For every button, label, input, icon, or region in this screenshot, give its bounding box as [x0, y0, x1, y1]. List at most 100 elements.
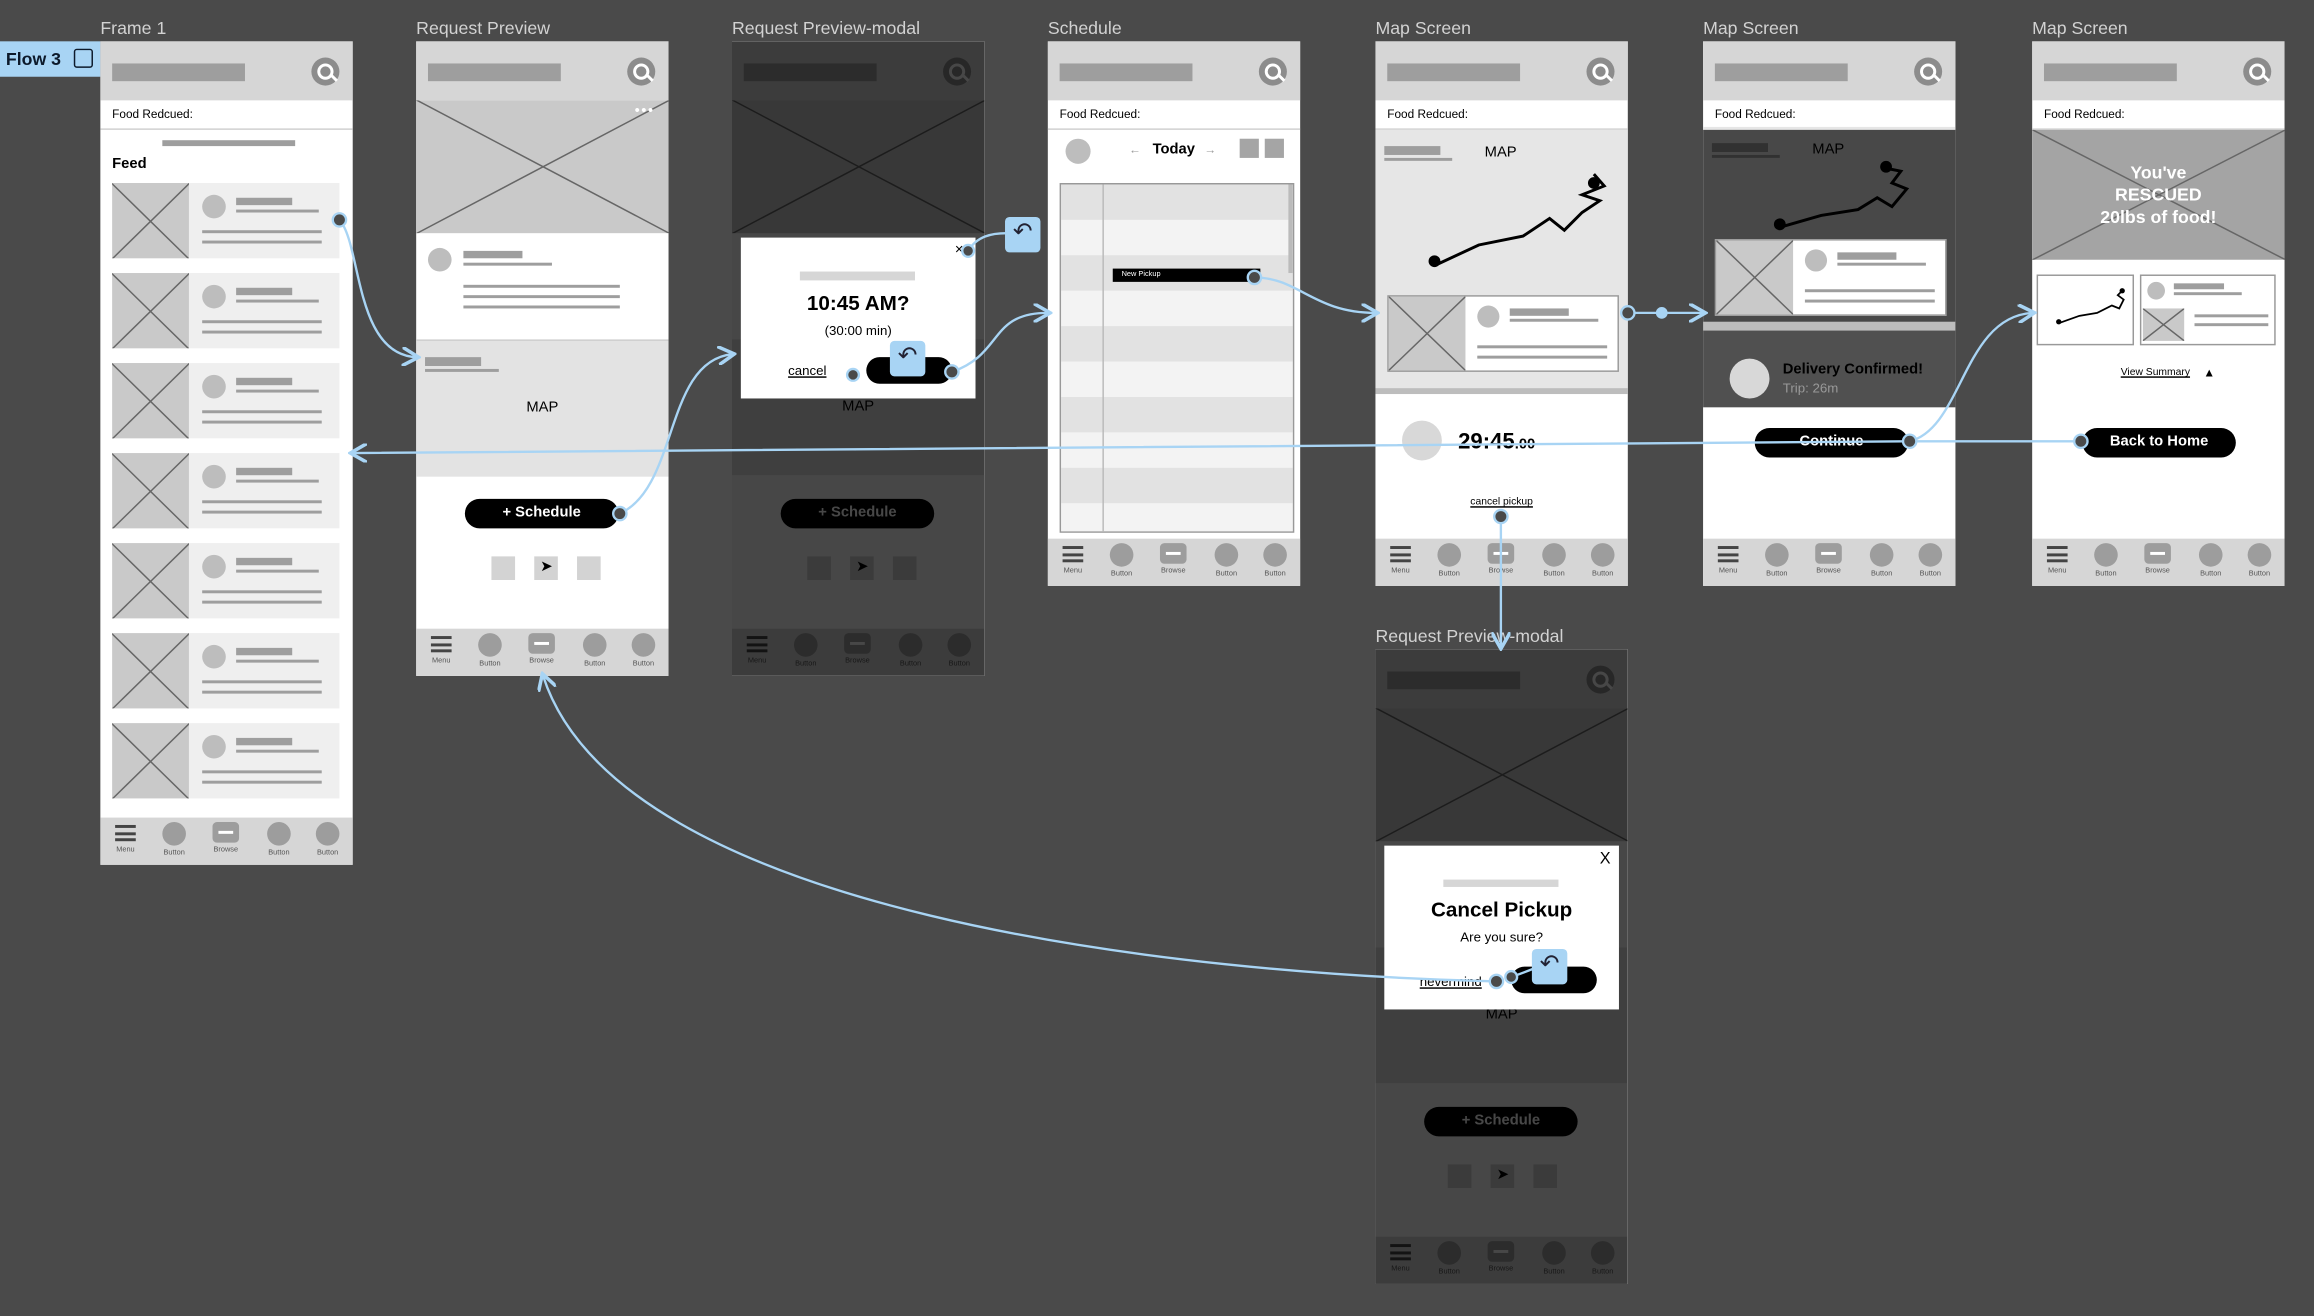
nav-browse[interactable]: Browse — [1148, 543, 1198, 576]
text-placeholder — [236, 197, 293, 206]
nav-menu[interactable]: Menu — [100, 822, 150, 854]
nav-menu[interactable]: Menu — [416, 633, 466, 666]
next-day-arrow[interactable]: → — [1204, 143, 1217, 157]
modal-title: Cancel Pickup — [1430, 897, 1573, 921]
triangle-up-icon[interactable]: ▲ — [2203, 365, 2216, 380]
cancel-pickup-link[interactable]: cancel pickup — [1470, 497, 1533, 508]
nav-menu[interactable]: Menu — [2032, 543, 2082, 576]
image-placeholder — [112, 453, 189, 529]
flow-tag[interactable]: Flow 3 — [0, 41, 101, 77]
option-square[interactable] — [491, 556, 516, 580]
nav-label: Browse — [1816, 566, 1841, 576]
nav-button-2[interactable]: Button — [2186, 543, 2236, 579]
cancel-link[interactable]: cancel — [788, 363, 827, 378]
nav-button-1[interactable]: Button — [1097, 543, 1147, 579]
calendar-row[interactable] — [1061, 503, 1293, 532]
close-icon[interactable]: X — [1599, 850, 1611, 868]
app-header — [1703, 41, 1956, 101]
search-icon[interactable] — [1586, 57, 1615, 86]
view-toggle-week[interactable] — [1264, 138, 1284, 158]
nav-button-1[interactable]: Button — [2081, 543, 2131, 579]
nav-button-1[interactable]: Button — [465, 633, 515, 669]
back-action-icon[interactable]: ↶ — [1531, 948, 1568, 985]
calendar-row[interactable] — [1061, 219, 1293, 256]
nav-button-1[interactable]: Button — [1424, 543, 1474, 579]
avatar — [202, 554, 226, 579]
pickup-card[interactable] — [1387, 295, 1619, 372]
nav-browse[interactable]: Browse — [1803, 543, 1853, 576]
nav-button-3[interactable]: Button — [303, 822, 353, 857]
calendar-row[interactable] — [1061, 467, 1293, 504]
nav-browse[interactable]: Browse — [201, 822, 251, 854]
feed-item[interactable] — [112, 723, 340, 799]
calendar-row[interactable] — [1061, 184, 1293, 220]
back-action-icon[interactable]: ↶ — [1005, 216, 1041, 253]
circle-icon — [162, 822, 186, 846]
nav-browse[interactable]: Browse — [1476, 543, 1526, 576]
feed-item[interactable] — [112, 453, 340, 529]
nevermind-link[interactable]: nevermind — [1419, 974, 1482, 989]
search-icon[interactable] — [627, 57, 656, 86]
image-placeholder — [112, 182, 189, 259]
nav-menu[interactable]: Menu — [1375, 543, 1425, 576]
timer-value: 29:45 — [1458, 429, 1515, 455]
pickup-card-highlight[interactable] — [1714, 239, 1947, 316]
search-icon[interactable] — [1914, 57, 1943, 86]
calendar-row[interactable] — [1061, 290, 1293, 327]
calendar-scrollbar[interactable] — [1288, 184, 1293, 274]
view-toggle-day[interactable] — [1239, 138, 1259, 158]
calendar-row[interactable] — [1061, 432, 1293, 468]
image-placeholder — [1388, 296, 1466, 371]
feed-item[interactable] — [112, 543, 340, 619]
feed-item[interactable] — [112, 363, 340, 439]
nav-button-3[interactable]: Button — [1578, 543, 1628, 579]
more-icon[interactable]: ••• — [634, 103, 655, 120]
text-placeholder — [2194, 314, 2269, 318]
bottom-nav: Menu Button Browse Button Button — [100, 817, 353, 865]
nav-button-2[interactable]: Button — [1529, 543, 1579, 579]
nav-button-1[interactable]: Button — [149, 822, 199, 857]
back-action-icon[interactable]: ↶ — [889, 340, 926, 377]
send-option[interactable]: ➤ — [534, 556, 558, 580]
summary-map-thumb[interactable] — [2036, 274, 2135, 346]
back-to-home-button[interactable]: Back to Home — [2082, 427, 2236, 458]
nav-button-3[interactable]: Button — [618, 633, 668, 669]
food-rescued-label: Food Redcued: — [1375, 100, 1628, 130]
nav-button-3[interactable]: Button — [1250, 543, 1300, 579]
nav-button-2[interactable]: Button — [1857, 543, 1907, 579]
continue-button[interactable]: Continue — [1754, 427, 1909, 458]
nav-menu[interactable]: Menu — [1703, 543, 1753, 576]
nav-button-3[interactable]: Button — [1905, 543, 1955, 579]
nav-button-2[interactable]: Button — [570, 633, 620, 669]
feed-item[interactable] — [112, 273, 340, 349]
search-icon[interactable] — [1258, 57, 1287, 86]
search-icon[interactable] — [311, 57, 340, 86]
close-icon[interactable]: × — [954, 242, 964, 259]
nav-button-2[interactable]: Button — [1201, 543, 1251, 579]
play-frame-icon[interactable] — [73, 48, 93, 68]
nav-menu[interactable]: Menu — [1048, 543, 1098, 576]
nav-label: Menu — [116, 845, 135, 855]
map-area: MAP — [1375, 129, 1628, 389]
nav-button-2[interactable]: Button — [254, 822, 304, 857]
nav-browse[interactable]: Browse — [2133, 543, 2183, 576]
calendar-row[interactable] — [1061, 361, 1293, 397]
feed-item[interactable] — [112, 182, 340, 259]
schedule-button[interactable]: + Schedule — [464, 498, 619, 529]
app-header — [416, 41, 669, 101]
calendar-grid[interactable]: New Pickup — [1059, 182, 1295, 533]
prev-day-arrow[interactable]: ← — [1128, 143, 1141, 157]
nav-button-1[interactable]: Button — [1752, 543, 1802, 579]
view-summary-link[interactable]: View Summary — [2120, 367, 2191, 378]
calendar-row[interactable] — [1061, 396, 1293, 433]
search-icon[interactable] — [2243, 57, 2272, 86]
nav-browse[interactable]: Browse — [517, 633, 567, 666]
feed-item[interactable] — [112, 633, 340, 709]
calendar-row[interactable] — [1061, 326, 1293, 362]
option-square[interactable] — [577, 556, 601, 580]
new-pickup-event[interactable]: New Pickup — [1112, 268, 1261, 282]
nav-button-3[interactable]: Button — [2234, 543, 2284, 579]
text-placeholder — [236, 377, 293, 386]
summary-card[interactable] — [2139, 274, 2276, 346]
image-placeholder — [112, 633, 189, 709]
